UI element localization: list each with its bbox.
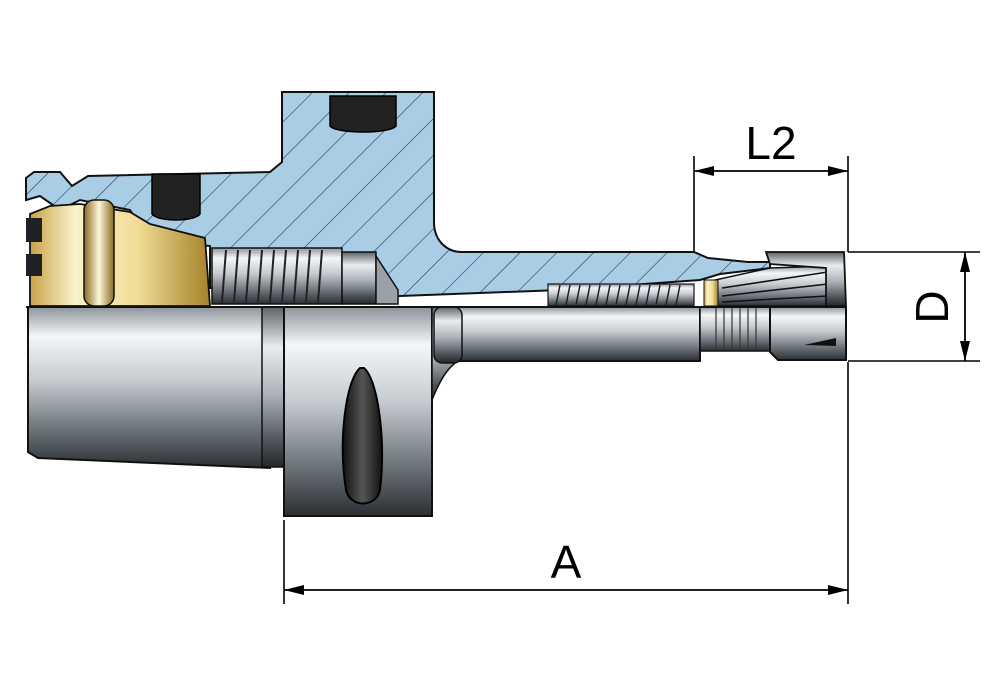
taper-keyslot	[151, 173, 201, 221]
end-notch-bottom	[26, 254, 42, 276]
dim-l2-label: L2	[745, 117, 796, 169]
thread-end-ridges	[715, 308, 757, 350]
exterior-view	[27, 306, 847, 517]
nut-groove	[804, 338, 836, 346]
shank-collar	[433, 306, 463, 364]
bolt-threads	[221, 249, 323, 303]
bolt-end	[341, 251, 377, 305]
collet-brass-ring	[703, 279, 719, 307]
taper-shank	[27, 306, 271, 470]
collet-slits	[721, 271, 829, 303]
taper-step	[261, 306, 285, 468]
drive-slot	[341, 367, 383, 505]
collet-nut	[769, 306, 847, 361]
dimension-a: A	[283, 362, 849, 604]
dimension-d: D	[848, 251, 980, 362]
spring-coils	[555, 284, 681, 306]
dim-d-label: D	[906, 290, 958, 323]
flange-keyslot	[329, 95, 397, 133]
end-notch-top	[26, 218, 42, 242]
dimension-l2: L2	[693, 117, 849, 252]
section-view	[25, 91, 847, 308]
thread-end	[699, 306, 771, 352]
bore-taper	[375, 253, 399, 305]
dim-a-label: A	[551, 536, 582, 588]
brass-flute	[83, 199, 115, 307]
long-shank	[457, 306, 701, 362]
